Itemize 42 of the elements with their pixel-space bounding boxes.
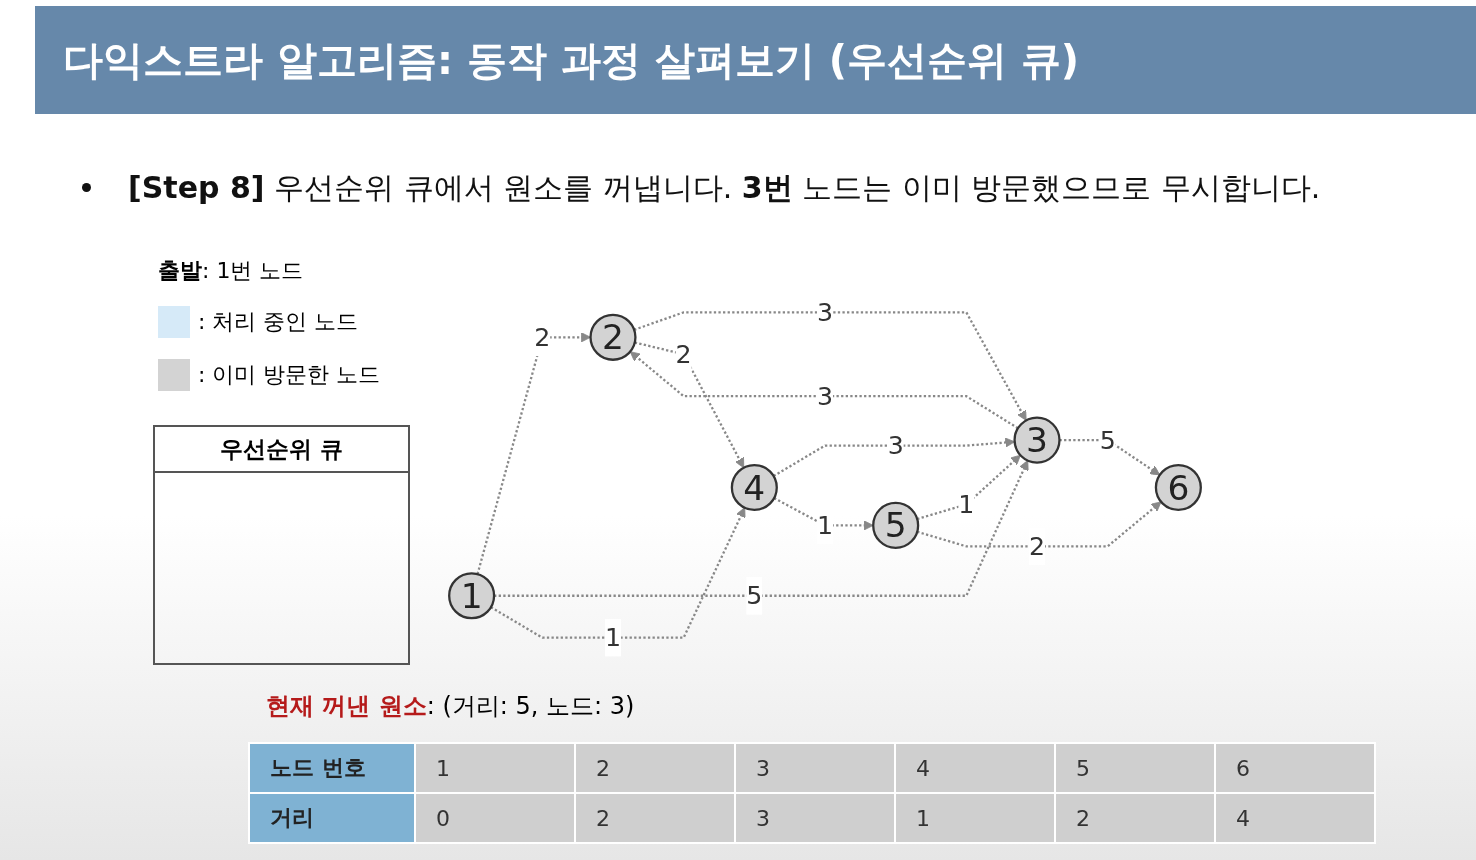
row-header: 거리 [249, 793, 415, 843]
edge-label: 2 [534, 322, 551, 352]
edge-label: 3 [887, 431, 904, 460]
edge-label: 1 [604, 623, 622, 653]
edge-label: 2 [1028, 532, 1046, 561]
edge-label: 1 [816, 511, 834, 540]
legend-label: : 처리 중인 노드 [198, 308, 359, 336]
arrow [629, 351, 1019, 430]
table-cell: 4 [1215, 793, 1375, 843]
table-cell: 4 [895, 743, 1055, 793]
edge-label: 1 [958, 490, 975, 519]
table-cell: 3 [735, 743, 895, 793]
node-circle: 1 [448, 572, 496, 620]
row-header: 노드 번호 [249, 743, 415, 793]
edge-label: 5 [746, 581, 763, 611]
table-cell: 1 [895, 793, 1055, 843]
node-circle: 4 [730, 463, 778, 512]
node-circle: 2 [589, 313, 637, 361]
table-cell: 3 [735, 793, 895, 843]
table-cell: 2 [575, 793, 735, 843]
edge-label: 5 [1099, 425, 1116, 455]
table-cell: 1 [415, 743, 575, 793]
start-note: 출발: 1번 노드 [158, 257, 304, 285]
title-bar: 다익스트라 알고리즘: 동작 과정 살펴보기 (우선순위 큐) [35, 6, 1476, 114]
table-cell: 6 [1215, 743, 1375, 793]
table-cell: 0 [415, 793, 575, 843]
arrow [773, 497, 874, 531]
edge-label: 3 [816, 297, 834, 327]
current-element-note: 현재 꺼낸 원소: (거리: 5, 노드: 3) [266, 691, 635, 722]
node-circle: 3 [1013, 416, 1061, 464]
edge-label: 2 [675, 339, 692, 369]
node-circle: 5 [872, 501, 920, 549]
step-description: [Step 8] 우선순위 큐에서 원소를 꺼냅니다. 3번 노드는 이미 방문했으므로 무시합니다. [128, 169, 1321, 207]
table-cell: 2 [1055, 793, 1215, 843]
table-cell: 5 [1055, 743, 1215, 793]
arrow [490, 507, 746, 639]
legend-label: : 이미 방문한 노드 [198, 361, 381, 389]
edge-label: 3 [816, 381, 834, 411]
arrow [633, 311, 1027, 421]
node-circle: 6 [1154, 463, 1202, 512]
panel-heading: 우선순위 큐 [220, 435, 343, 464]
table-cell: 2 [575, 743, 735, 793]
